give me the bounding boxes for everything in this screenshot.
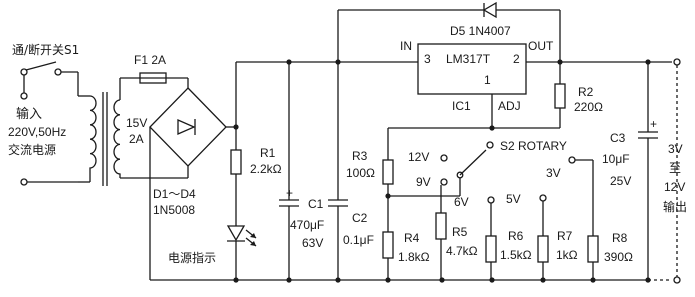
bridge-label-1: D1～D4 [153,187,196,201]
pin-adj-label: ADJ [498,99,521,113]
output-label-3: 12V [664,180,685,194]
r1-name: R1 [260,146,276,160]
tap-9v: 9V [416,175,431,189]
c3-value-1: 10μF [602,152,630,166]
output-label-4: 输出 [663,199,687,214]
bridge-label-2: 1N5008 [153,203,195,217]
r2-value: 220Ω [574,100,603,114]
r3-name: R3 [352,149,368,163]
resistor-r2 [489,62,566,131]
r8-value: 390Ω [604,250,633,264]
r2-name: R2 [578,85,594,99]
c2-value: 0.1μF [343,233,374,247]
r4-value: 1.8kΩ [398,250,430,264]
led-indicator [226,225,257,280]
resistor-r1 [230,149,242,226]
ic-part: LM317T [446,52,491,66]
rotary-switch-s2 [388,141,576,204]
transformer [78,78,121,186]
capacitor-c2 [328,62,348,280]
resistor-r8 [575,159,599,280]
r1-value: 2.2kΩ [250,162,282,176]
r5-value: 4.7kΩ [446,244,478,258]
input-label-1: 输入 [16,106,42,122]
r7-name: R7 [557,229,573,243]
c1-value-1: 470μF [290,218,324,232]
input-label-2: 220V,50Hz [8,125,66,139]
s2-label: S2 ROTARY [500,139,567,153]
c3-name: C3 [610,131,626,145]
c1-value-2: 63V [302,236,323,250]
bridge-rectifier [120,87,236,280]
d5-label: D5 1N4007 [450,24,511,38]
resistor-r6 [485,203,497,280]
c1-name: C1 [308,197,324,211]
mains-terminal-bottom [20,178,78,186]
tap-5v: 5V [506,192,521,206]
r4-name: R4 [404,231,420,245]
r7-value: 1kΩ [556,248,578,262]
resistor-r7 [537,201,549,280]
fuse-f1 [120,72,189,88]
mains-terminal-top [20,92,28,100]
output-label-1: 3V [668,142,683,156]
ground-rail [150,276,681,284]
output-label-2: 至 [669,161,681,175]
tap-6v: 6V [454,195,469,209]
resistor-r3 [382,127,492,199]
secondary-current: 2A [129,132,144,146]
tap-3v: 3V [546,166,561,180]
tap-12v: 12V [408,150,429,164]
c3-plus: + [650,117,657,131]
fuse-label: F1 2A [134,53,166,67]
c3-value-2: 25V [610,174,631,188]
r8-name: R8 [612,231,628,245]
capacitor-c1: + [279,62,299,280]
r6-name: R6 [508,229,524,243]
pin-3: 3 [424,52,431,66]
r5-name: R5 [452,225,468,239]
pin-1: 1 [484,73,491,87]
switch-s1 [20,61,79,96]
c2-name: C2 [352,211,368,225]
output-rail [557,58,681,66]
capacitor-c3: + [638,62,658,280]
secondary-voltage: 15V [126,116,147,130]
pin-in-label: IN [400,39,412,53]
diode-d5 [470,1,561,62]
r3-value: 100Ω [346,166,375,180]
r6-value: 1.5kΩ [500,248,532,262]
led-label: 电源指示 [168,250,216,265]
ic-ref: IC1 [452,99,471,113]
dc-rail [233,9,470,150]
resistor-r5 [435,185,447,280]
input-label-3: 交流电源 [8,142,56,157]
pin-out-label: OUT [528,39,554,53]
pin-2: 2 [513,52,520,66]
regulator-ic1 [417,43,560,128]
resistor-r4 [382,196,394,280]
c1-plus: + [286,186,293,200]
switch-label: 通/断开关S1 [12,42,79,57]
